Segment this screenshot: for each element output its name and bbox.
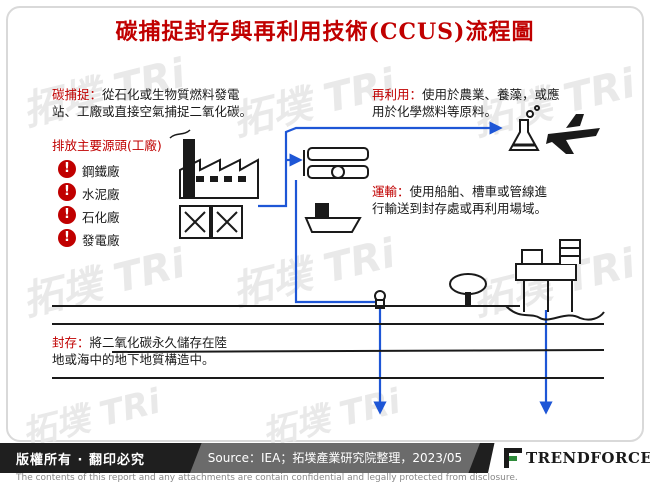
transport-description: 運輸：使用船舶、槽車或管線進 行輸送到封存處或再利用場域。 [372,183,547,217]
tree-icon [449,273,487,306]
pipeline-icon [303,147,369,179]
ship-icon [304,203,362,233]
storage-label: 封存： [52,335,90,350]
page-title: 碳捕捉封存與再利用技術(CCUS)流程圖 [115,19,535,45]
transport-line1: 使用船舶、槽車或管線進 [409,184,548,199]
footer-bar: 版權所有 · 翻印必究 Source：IEA；拓墣產業研究院整理，2023/05… [0,443,650,473]
fan-icon [179,205,243,239]
source-item-power-plant: 發電廠 [82,233,120,248]
alert-icon: ! [58,229,76,247]
capture-line2: 站、工廠或直接空氣捕捉二氧化碳。 [52,104,253,119]
factory-icon [169,129,259,199]
flow-lines [258,121,553,415]
sources-heading: 排放主要源頭(工廠) [52,138,162,153]
capture-description: 碳捕捉：從石化或生物質燃料發電 站、工廠或直接空氣捕捉二氧化碳。 [52,86,252,120]
transport-label: 運輸： [372,184,410,199]
reuse-description: 再利用：使用於農業、養藻，或應 用於化學燃料等原料。 [372,86,560,120]
capture-line1: 從石化或生物質燃料發電 [102,87,240,102]
transport-line2: 行輸送到封存處或再利用場域。 [372,201,548,216]
offshore-platform-icon [515,239,581,312]
disclaimer: The contents of this report and any atta… [16,473,518,483]
reuse-line1: 使用於農業、養藻，或應 [422,87,560,102]
source-item-cement: 水泥廠 [82,187,120,202]
source-item-petrochemical: 石化廠 [82,210,120,225]
source-note: Source：IEA；拓墣產業研究院整理，2023/05 [190,443,480,473]
source-item-steel: 鋼鐵廠 [82,164,120,179]
alert-icon: ! [58,160,76,178]
reuse-label: 再利用： [372,87,423,102]
alert-icon: ! [58,183,76,201]
flask-icon [508,105,540,151]
reuse-line2: 用於化學燃料等原料。 [372,104,498,119]
storage-line1: 將二氧化碳永久儲存在陸 [89,335,228,350]
airplane-icon [546,114,600,154]
trendforce-logo: TRENDFORCE [488,443,650,473]
logo-text: TRENDFORCE [526,449,650,467]
wellhead-icon [374,290,386,309]
storage-line2: 地或海中的地下地質構造中。 [52,352,215,367]
capture-label: 碳捕捉： [52,87,103,102]
logo-mark-icon [504,448,522,468]
copyright-notice: 版權所有 · 翻印必究 [16,453,145,468]
storage-description: 封存：將二氧化碳永久儲存在陸 地或海中的地下地質構造中。 [52,334,227,368]
ground-layers [52,305,605,379]
alert-icon: ! [58,206,76,224]
